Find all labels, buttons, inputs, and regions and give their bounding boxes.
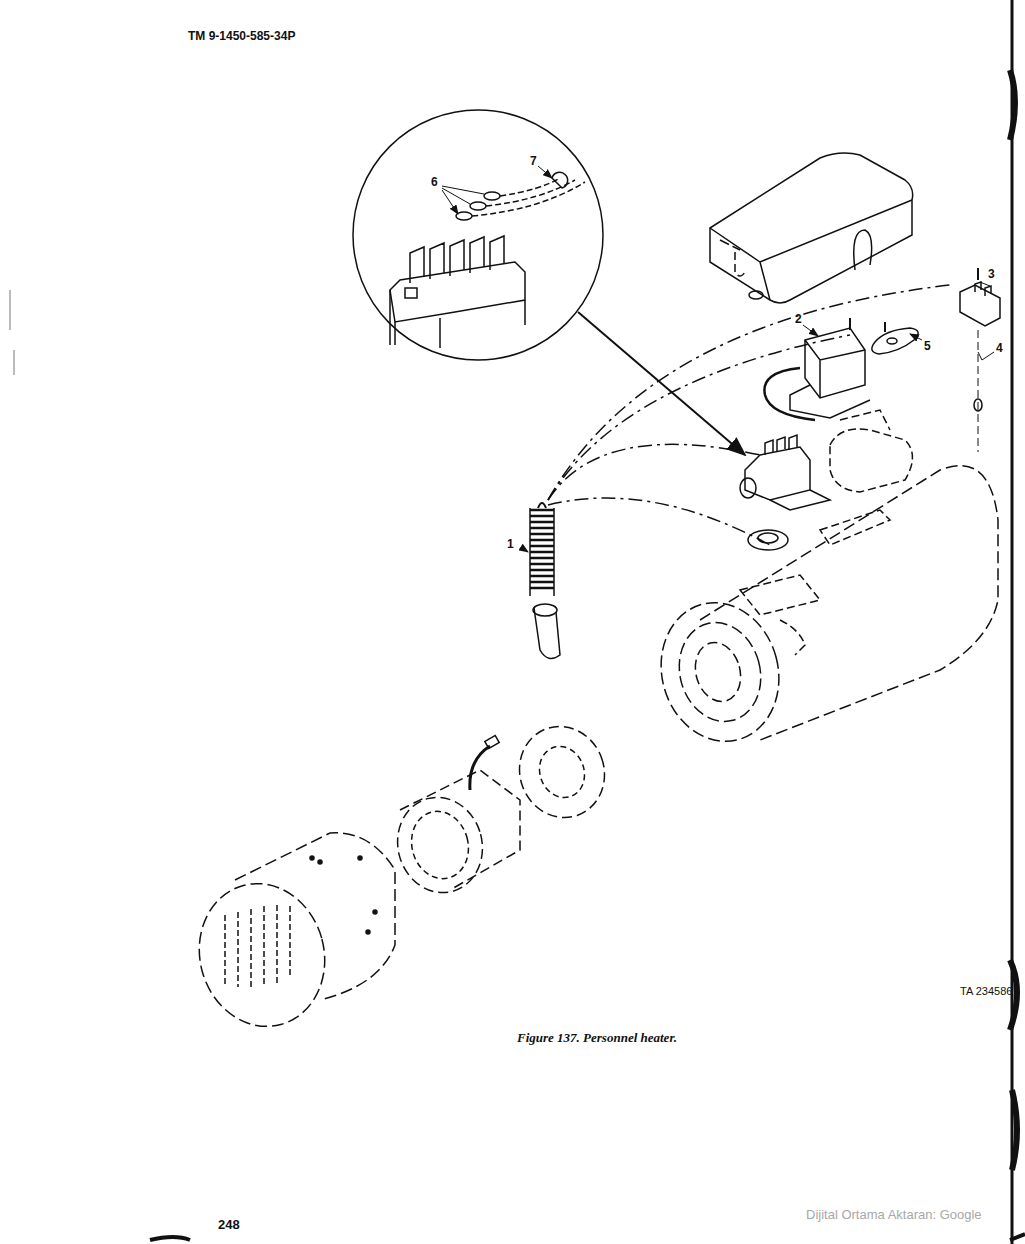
figure-code: TA 234586	[960, 986, 1012, 997]
callout-number: 5	[924, 340, 931, 352]
callout-number: 2	[795, 313, 802, 325]
callout-number: 1	[507, 538, 514, 550]
callout-number: 4	[996, 342, 1003, 354]
callout-number: 6	[431, 176, 438, 188]
document-number: TM 9-1450-585-34P	[188, 30, 295, 42]
figure-caption: Figure 137. Personnel heater.	[517, 1031, 677, 1044]
callout-number: 7	[530, 155, 537, 167]
callout-number: 3	[988, 268, 995, 280]
watermark: Dijital Ortama Aktaran: Google	[806, 1208, 982, 1221]
page-number: 248	[218, 1218, 240, 1231]
